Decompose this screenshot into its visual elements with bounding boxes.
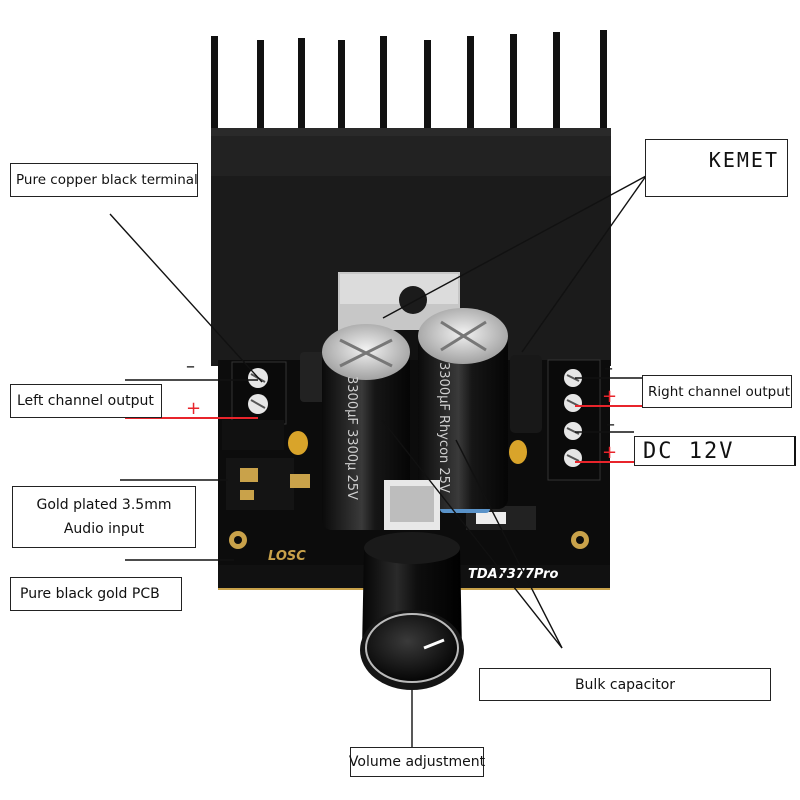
label-volume-adjustment: Volume adjustment [348, 747, 486, 777]
label-copper-terminal-text: Pure copper black terminal [16, 172, 198, 188]
label-left-channel-output-text: Left channel output [17, 393, 154, 409]
label-black-gold-pcb: Pure black gold PCB [10, 577, 182, 611]
label-bulk-capacitor-text: Bulk capacitor [574, 676, 676, 693]
pcb-brand-text: LOSC [268, 549, 306, 564]
label-black-gold-pcb-text: Pure black gold PCB [20, 586, 160, 602]
label-volume-adjustment-text: Volume adjustment [348, 754, 486, 770]
label-dc-12v-text: DC 12V [643, 438, 735, 464]
label-right-channel-output-text: Right channel output [648, 383, 791, 400]
label-dc-12v: DC 12V [634, 436, 796, 466]
left-plus-sign: + [186, 398, 201, 419]
label-copper-terminal: Pure copper black terminal [10, 163, 198, 197]
right-terminal-block [547, 359, 601, 481]
right-plus-sign: + [602, 386, 617, 407]
capacitor-left-marking: 3300μF 3300μ 25V [344, 376, 359, 500]
label-audio-input-line1: Gold plated 3.5mm [36, 497, 172, 513]
label-right-channel-output: Right channel output [642, 375, 792, 408]
label-kemet-text: KEMET [708, 148, 779, 172]
label-kemet: KEMET [645, 139, 788, 197]
label-audio-input: Gold plated 3.5mm Audio input [12, 486, 196, 548]
pcb-model-text: TDA7377Pro [468, 567, 558, 582]
polarity-lines [125, 377, 642, 463]
dc-minus-sign: – [606, 414, 615, 435]
capacitor-right: 3300μF Rhycon 25V [418, 308, 508, 509]
audio-jack [226, 458, 310, 510]
leader-lines [109, 175, 647, 747]
volume-knob [360, 480, 464, 690]
label-bulk-capacitor: Bulk capacitor [479, 668, 771, 701]
left-minus-sign: – [186, 356, 195, 377]
dc-plus-sign: + [602, 442, 617, 463]
label-audio-input-line2: Audio input [63, 521, 145, 537]
label-left-channel-output: Left channel output [10, 384, 162, 418]
left-terminal-block [222, 361, 287, 450]
right-minus-sign: – [604, 358, 613, 379]
capacitor-right-marking: 3300μF Rhycon 25V [436, 362, 451, 493]
